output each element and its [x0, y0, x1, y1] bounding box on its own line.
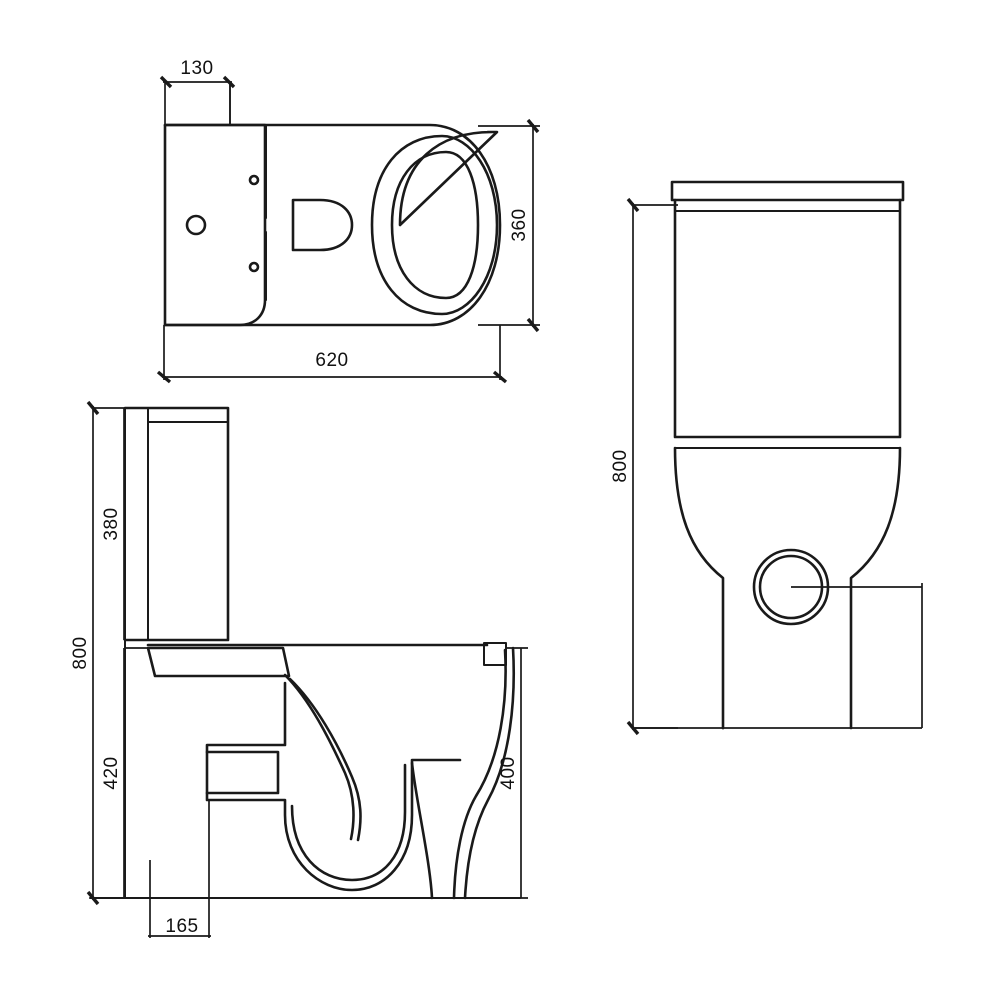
- front-cistern-lid: [670, 180, 905, 202]
- dim-800-side-tick-top: [86, 400, 100, 416]
- dim-800-side-tick-bottom: [86, 890, 100, 906]
- dim-400-label: 400: [498, 756, 519, 789]
- dim-620-label: 620: [315, 350, 348, 371]
- dim-620-tick-left: [156, 370, 172, 384]
- dim-800-front-tick-top: [626, 197, 640, 213]
- bowl-interior-left-wall: [283, 673, 355, 841]
- u-bend-inner-curve: [290, 763, 407, 882]
- pan-outer-shell: [463, 646, 516, 900]
- dim-420-label: 420: [101, 756, 122, 789]
- dim-620-tick-right: [492, 370, 508, 384]
- bowl-interior-left-wall-inner: [288, 677, 362, 842]
- seat-ring-outer-path: [370, 134, 499, 316]
- trap-inner-profile: [205, 750, 280, 795]
- top-view-group: 130 620 360: [156, 58, 540, 384]
- pan-inner-bowl-right: [452, 648, 507, 900]
- front-pan-flare-right: [849, 446, 902, 730]
- front-view-group: 800: [610, 180, 923, 736]
- dim-800-front-label: 800: [610, 449, 631, 482]
- dim-360-tick-bottom: [526, 317, 540, 333]
- rim-shield: [291, 198, 354, 252]
- seat-fixing-hole-bottom: [248, 261, 260, 273]
- dim-130-tick-right: [222, 75, 236, 89]
- dim-800-front-tick-bottom: [626, 720, 640, 736]
- seat-outer-ring: [398, 130, 499, 227]
- dim-130-label: 130: [180, 58, 213, 79]
- seat-lid-slab: [146, 646, 291, 678]
- dim-130-tick-left: [159, 75, 173, 89]
- pan-plan-outline: [163, 123, 502, 327]
- pedestal-right-edge: [410, 761, 434, 900]
- seat-ring-inner-path: [390, 150, 480, 300]
- side-view-group: 800 380 420 400 165: [70, 400, 528, 938]
- flush-button-hole: [185, 214, 207, 236]
- dim-360-label: 360: [509, 208, 530, 241]
- seat-fixing-hole-top: [248, 174, 260, 186]
- dim-360-tick-top: [526, 118, 540, 134]
- front-pan-flare-left: [673, 446, 725, 730]
- trap-outer-profile: [205, 681, 462, 892]
- dim-380-label: 380: [101, 507, 122, 540]
- cistern-side-body: [123, 406, 230, 642]
- dim-165-label: 165: [165, 916, 198, 937]
- dim-800-side-label: 800: [70, 636, 91, 669]
